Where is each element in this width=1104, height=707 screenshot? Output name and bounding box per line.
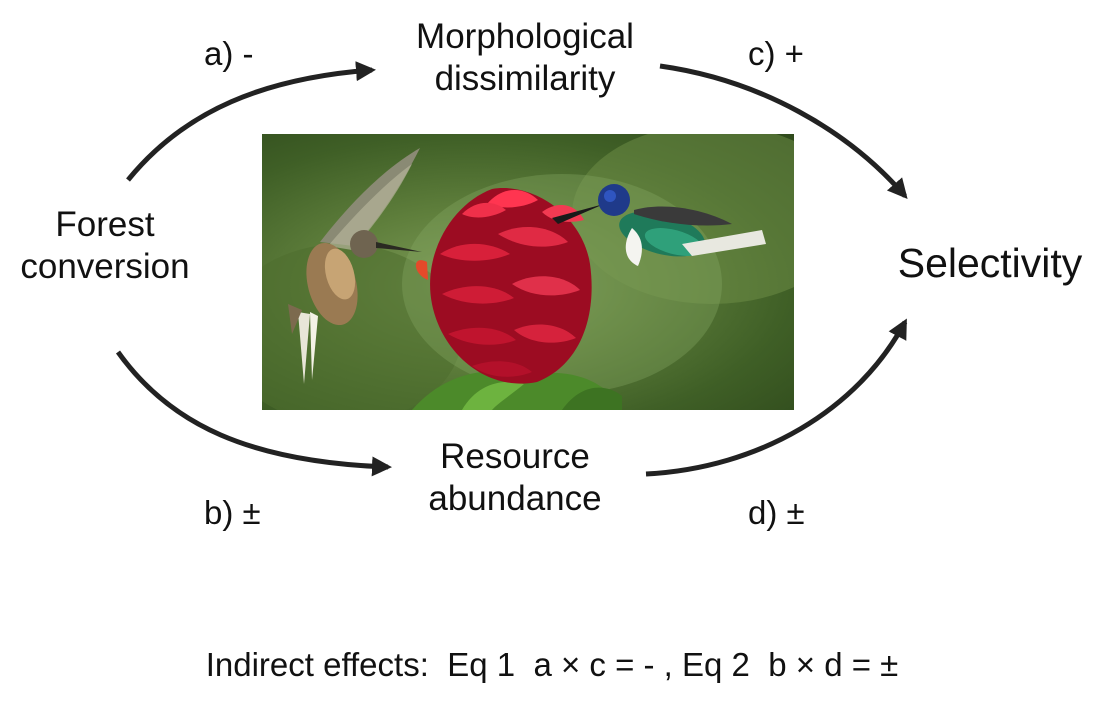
arrow-d [645, 318, 908, 477]
edge-label-c: c) + [748, 35, 804, 72]
equation-lead: Indirect effects: [205, 646, 448, 683]
equation-1: Eq 1 a × c = - [447, 646, 655, 683]
node-morphological-dissimilarity: Morphological dissimilarity [385, 16, 665, 100]
edge-label-b: b) ± [204, 494, 261, 531]
indirect-effects-equation: Indirect effects: Eq 1 a × c = - , Eq 2 … [0, 645, 1104, 685]
equation-2: Eq 2 b × d = ± [682, 646, 899, 683]
equation-separator: , [654, 646, 683, 683]
node-selectivity: Selectivity [878, 238, 1102, 288]
node-forest-line-2: conversion [20, 247, 190, 286]
node-resource-line-2: abundance [428, 479, 602, 518]
arrow-a [126, 61, 376, 182]
node-resource-abundance: Resource abundance [400, 436, 630, 520]
edge-label-d: d) ± [748, 494, 805, 531]
red-flower [415, 188, 592, 384]
edge-label-a: a) - [204, 35, 254, 72]
right-hummingbird [552, 184, 766, 266]
node-morph-line-2: dissimilarity [434, 59, 616, 98]
photo-drawing [262, 134, 794, 410]
left-hummingbird [288, 148, 422, 384]
node-morph-line-1: Morphological [416, 17, 634, 56]
node-forest-line-1: Forest [55, 205, 155, 244]
hummingbird-photo [262, 134, 794, 410]
flower-leaves [412, 370, 622, 410]
node-forest-conversion: Forest conversion [0, 204, 210, 288]
node-resource-line-1: Resource [440, 437, 590, 476]
node-selectivity-label: Selectivity [897, 240, 1083, 286]
arrow-c [659, 63, 908, 200]
arrow-b [115, 350, 392, 477]
